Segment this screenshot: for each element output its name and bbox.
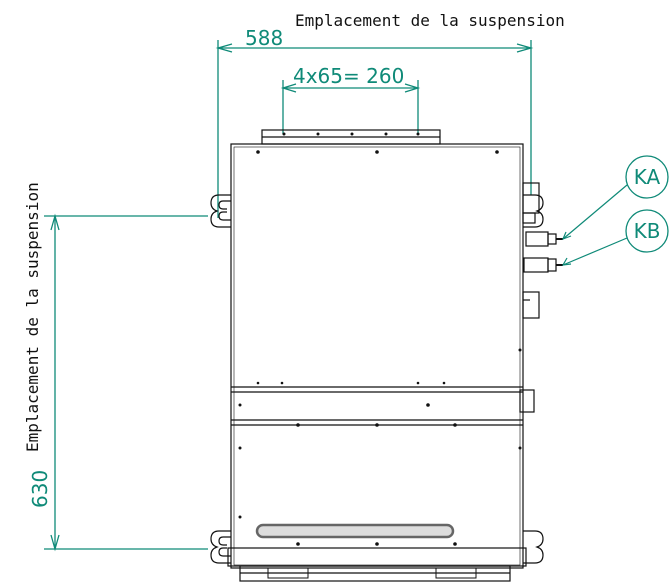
hanger-pitch-dimension — [280, 80, 421, 134]
callout-ka-label: KA — [634, 165, 661, 189]
width-dimension-value: 588 — [245, 26, 283, 50]
callout-ka: KA — [625, 155, 669, 199]
callout-kb-circle — [625, 209, 669, 253]
hanger-pitch-value: 4x65= 260 — [293, 64, 404, 88]
suspension-label-left: Emplacement de la suspension — [23, 182, 42, 452]
suspension-label-top: Emplacement de la suspension — [295, 11, 565, 30]
screw-points — [238, 132, 522, 546]
width-dimension — [215, 40, 534, 218]
depth-dimension — [44, 213, 208, 552]
depth-dimension-value: 630 — [28, 470, 52, 508]
callout-ka-circle — [625, 155, 669, 199]
callout-kb-label: KB — [634, 219, 661, 243]
callout-leaders — [561, 184, 628, 266]
callout-kb: KB — [625, 209, 669, 253]
unit-body — [210, 129, 563, 582]
